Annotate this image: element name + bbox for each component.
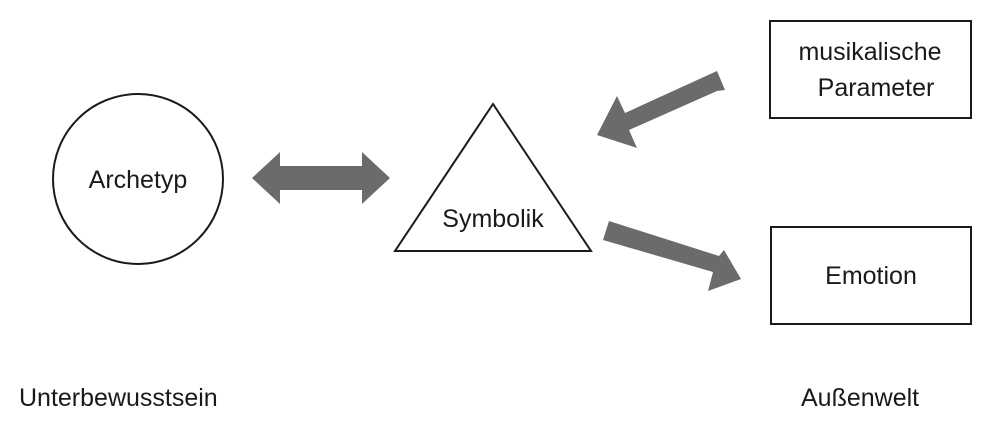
double-arrow-archetyp-symbolik xyxy=(252,152,390,204)
symbolik-label: Symbolik xyxy=(442,205,544,233)
parameter-label-line1: musikalische xyxy=(798,38,941,66)
parameter-box xyxy=(769,20,972,119)
footer-label-aussenwelt: Außenwelt xyxy=(801,384,920,412)
arrow-parameter-to-symbolik xyxy=(597,71,725,148)
parameter-label-line2: Parameter xyxy=(818,74,935,102)
parameter-node: musikalische Parameter xyxy=(769,20,972,119)
archetyp-node: Archetyp xyxy=(52,93,224,265)
footer-label-unterbewusstsein: Unterbewusstsein xyxy=(19,384,218,412)
arrow-symbolik-to-emotion xyxy=(603,221,741,291)
emotion-box xyxy=(770,226,972,325)
archetyp-circle xyxy=(52,93,224,265)
emotion-label: Emotion xyxy=(825,262,917,290)
emotion-node: Emotion xyxy=(770,226,972,325)
archetyp-label: Archetyp xyxy=(89,166,188,194)
symbolik-triangle xyxy=(393,102,593,252)
symbolik-node: Symbolik xyxy=(393,102,593,252)
